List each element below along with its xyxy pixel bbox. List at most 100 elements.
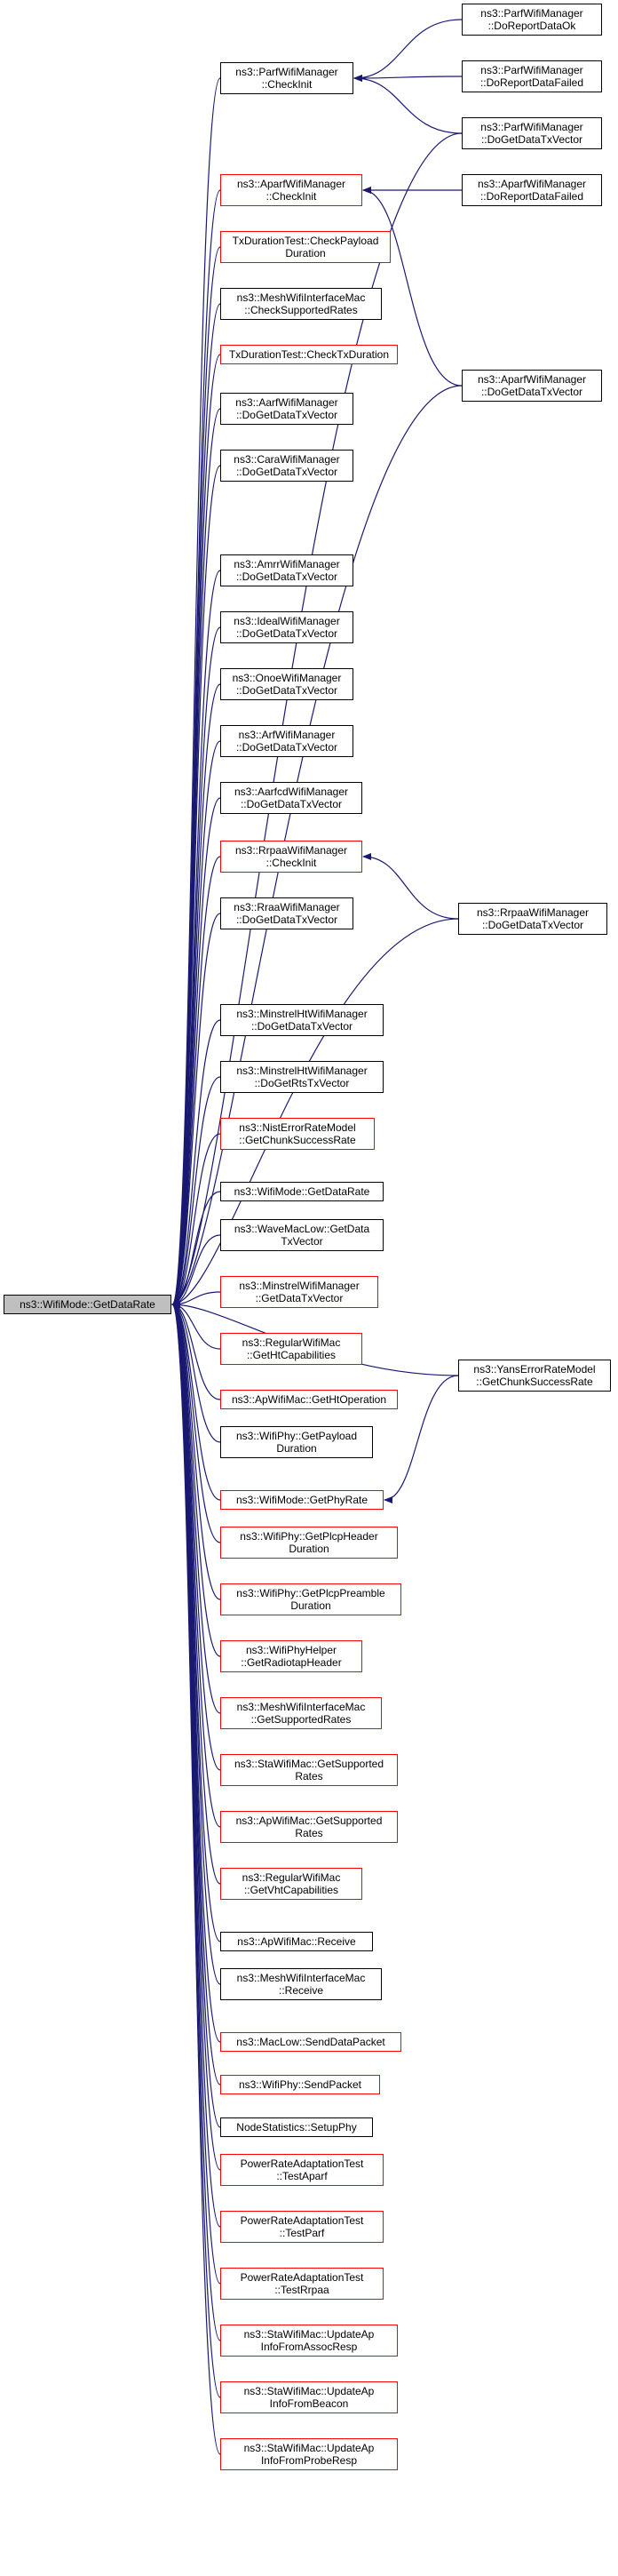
node-label-line: ::DoGetDataTxVector [480, 133, 583, 146]
function-node-ap-getht[interactable]: ns3::ApWifiMac::GetHtOperation [220, 1390, 398, 1409]
edge-wifiphyhelper-radiotap-to-root [171, 1301, 221, 1657]
node-label-line: ns3::StaWifiMac::GetSupported [234, 1758, 384, 1770]
node-label-line: TxDurationTest::CheckTxDuration [228, 348, 390, 361]
node-label-line: InfoFromAssocResp [260, 2341, 358, 2353]
function-node-pra-testparf[interactable]: PowerRateAdaptationTest::TestParf [220, 2211, 384, 2243]
node-label-line: ns3::StaWifiMac::UpdateAp [243, 2328, 375, 2341]
node-label-line: ns3::ArfWifiManager [238, 729, 336, 741]
node-label-line: ns3::MeshWifiInterfaceMac [236, 1701, 366, 1713]
function-node-cara-dogetdatatx[interactable]: ns3::CaraWifiManager::DoGetDataTxVector [220, 450, 353, 482]
node-label-line: ns3::NistErrorRateModel [239, 1121, 356, 1134]
function-node-parf-reportfailed[interactable]: ns3::ParfWifiManager::DoReportDataFailed [462, 60, 602, 92]
function-node-txduration-checktx[interactable]: TxDurationTest::CheckTxDuration [220, 345, 398, 364]
node-label-line: ns3::MeshWifiInterfaceMac [236, 291, 366, 304]
function-node-wifimode-getphyrate[interactable]: ns3::WifiMode::GetPhyRate [220, 1490, 384, 1510]
node-label-line: ::GetHtCapabilities [246, 1349, 337, 1361]
function-node-regular-getht[interactable]: ns3::RegularWifiMac::GetHtCapabilities [220, 1333, 362, 1365]
node-label-line: ::GetChunkSuccessRate [476, 1376, 593, 1388]
node-label-line: ::TestRrpaa [274, 2284, 329, 2296]
edge-rrpaa-checkinit-to-root [171, 856, 221, 1308]
edge-aparf-dogetdatatx-to-aparf-checkinit [362, 187, 463, 387]
node-label-line: ::TestAparf [276, 2170, 328, 2182]
node-label-line: ns3::YansErrorRateModel [473, 1363, 596, 1376]
function-node-wifiphyhelper-radiotap[interactable]: ns3::WifiPhyHelper::GetRadiotapHeader [220, 1640, 362, 1672]
edge-minstrelht-dogetdatatx-to-root [171, 1019, 221, 1308]
function-node-pra-testaparf[interactable]: PowerRateAdaptationTest::TestAparf [220, 2154, 384, 2186]
node-label-line: ns3::MacLow::SendDataPacket [236, 2036, 385, 2048]
node-label-line: ns3::AarfcdWifiManager [234, 786, 349, 798]
function-node-minstrel-getdatatx[interactable]: ns3::MinstrelWifiManager::GetDataTxVecto… [220, 1276, 378, 1308]
node-label-line: ::DoGetDataTxVector [235, 684, 338, 697]
function-node-onoe-dogetdatatx[interactable]: ns3::OnoeWifiManager::DoGetDataTxVector [220, 668, 353, 700]
node-label-line: ::CheckInit [261, 78, 313, 91]
node-label-line: ::DoGetDataTxVector [235, 627, 338, 640]
function-node-ideal-dogetdatatx[interactable]: ns3::IdealWifiManager::DoGetDataTxVector [220, 611, 353, 643]
node-label-line: ns3::WifiPhy::GetPlcpHeader [240, 1530, 378, 1543]
function-node-minstrelht-dogetdatatx[interactable]: ns3::MinstrelHtWifiManager::DoGetDataTxV… [220, 1004, 384, 1036]
node-label-line: InfoFromProbeResp [260, 2454, 358, 2467]
function-node-aparf-checkinit[interactable]: ns3::AparfWifiManager::CheckInit [220, 174, 362, 206]
function-node-mesh-getsupported[interactable]: ns3::MeshWifiInterfaceMac::GetSupportedR… [220, 1697, 382, 1729]
function-node-yans-getchunk[interactable]: ns3::YansErrorRateModel::GetChunkSuccess… [458, 1360, 611, 1392]
node-label-line: ns3::RegularWifiMac [242, 1336, 341, 1349]
node-label-line: ::TestParf [279, 2227, 325, 2239]
node-label-line: ns3::MinstrelHtWifiManager [236, 1065, 368, 1077]
function-node-rrpaa-dogetdatatx[interactable]: ns3::RrpaaWifiManager::DoGetDataTxVector [458, 903, 607, 935]
node-label-line: ::GetDataTxVector [255, 1292, 344, 1304]
function-node-parf-dogetdatatx[interactable]: ns3::ParfWifiManager::DoGetDataTxVector [462, 117, 602, 149]
node-label-line: ns3::ParfWifiManager [235, 66, 338, 78]
function-node-aparf-reportfailed[interactable]: ns3::AparfWifiManager::DoReportDataFaile… [462, 174, 602, 206]
function-node-parf-reportok[interactable]: ns3::ParfWifiManager::DoReportDataOk [462, 4, 602, 36]
function-node-pra-testrrpaa[interactable]: PowerRateAdaptationTest::TestRrpaa [220, 2268, 384, 2300]
edge-rrpaa-dogetdatatx-to-rrpaa-checkinit [362, 853, 459, 920]
function-node-ap-receive[interactable]: ns3::ApWifiMac::Receive [220, 1932, 373, 1951]
node-label-line: ::DoGetDataTxVector [235, 466, 338, 478]
function-node-arf-dogetdatatx[interactable]: ns3::ArfWifiManager::DoGetDataTxVector [220, 725, 353, 757]
edge-aarfcd-dogetdatatx-to-root [171, 797, 221, 1308]
function-node-minstrelht-dogetrts[interactable]: ns3::MinstrelHtWifiManager::DoGetRtsTxVe… [220, 1061, 384, 1093]
node-label-line: ns3::AparfWifiManager [477, 178, 587, 190]
node-label-line: ::DoGetDataTxVector [235, 913, 338, 926]
function-node-maclow-senddata[interactable]: ns3::MacLow::SendDataPacket [220, 2032, 401, 2052]
function-node-nist-getchunk[interactable]: ns3::NistErrorRateModel::GetChunkSuccess… [220, 1118, 375, 1150]
function-node-mesh-receive[interactable]: ns3::MeshWifiInterfaceMac::Receive [220, 1968, 382, 2000]
function-node-aarfcd-dogetdatatx[interactable]: ns3::AarfcdWifiManager::DoGetDataTxVecto… [220, 782, 362, 814]
node-label-line: PowerRateAdaptationTest [240, 2271, 364, 2284]
node-label-line: ns3::ParfWifiManager [480, 7, 583, 20]
function-node-regular-getvht[interactable]: ns3::RegularWifiMac::GetVhtCapabilities [220, 1868, 362, 1900]
function-node-aparf-dogetdatatx[interactable]: ns3::AparfWifiManager::DoGetDataTxVector [462, 370, 602, 402]
node-label-line: ns3::AparfWifiManager [236, 178, 346, 190]
node-label-line: ::DoGetDataTxVector [235, 409, 338, 421]
function-node-wifimode-getdatarate[interactable]: ns3::WifiMode::GetDataRate [220, 1182, 384, 1201]
edge-wifimode-getphyrate-to-root [171, 1301, 221, 1501]
function-node-wifiphy-sendpacket[interactable]: ns3::WifiPhy::SendPacket [220, 2075, 380, 2094]
node-label-line: Rates [295, 1770, 323, 1782]
function-node-mesh-checksupported[interactable]: ns3::MeshWifiInterfaceMac::CheckSupporte… [220, 288, 382, 320]
function-node-rraa-dogetdatatx[interactable]: ns3::RraaWifiManager::DoGetDataTxVector [220, 897, 353, 929]
node-label-line: Duration [290, 1599, 331, 1612]
function-node-rrpaa-checkinit[interactable]: ns3::RrpaaWifiManager::CheckInit [220, 841, 362, 873]
node-label-line: ns3::WifiPhy::GetPayload [235, 1430, 358, 1442]
function-node-amrr-dogetdatatx[interactable]: ns3::AmrrWifiManager::DoGetDataTxVector [220, 554, 353, 586]
node-label-line: ns3::CaraWifiManager [234, 453, 340, 466]
function-node-nodestats-setupphy[interactable]: NodeStatistics::SetupPhy [220, 2117, 373, 2137]
node-label-line: ::CheckSupportedRates [244, 304, 358, 316]
node-label-line: ::DoGetDataTxVector [250, 1020, 353, 1033]
node-label-line: ns3::WifiMode::GetDataRate [234, 1185, 370, 1198]
node-label-line: ns3::MinstrelWifiManager [239, 1280, 360, 1292]
node-label-line: ns3::WaveMacLow::GetData [234, 1223, 370, 1235]
node-label-line: ns3::StaWifiMac::UpdateAp [243, 2385, 375, 2397]
function-node-parf-checkinit[interactable]: ns3::ParfWifiManager::CheckInit [220, 62, 353, 94]
function-node-aarf-dogetdatatx[interactable]: ns3::AarfWifiManager::DoGetDataTxVector [220, 393, 353, 425]
